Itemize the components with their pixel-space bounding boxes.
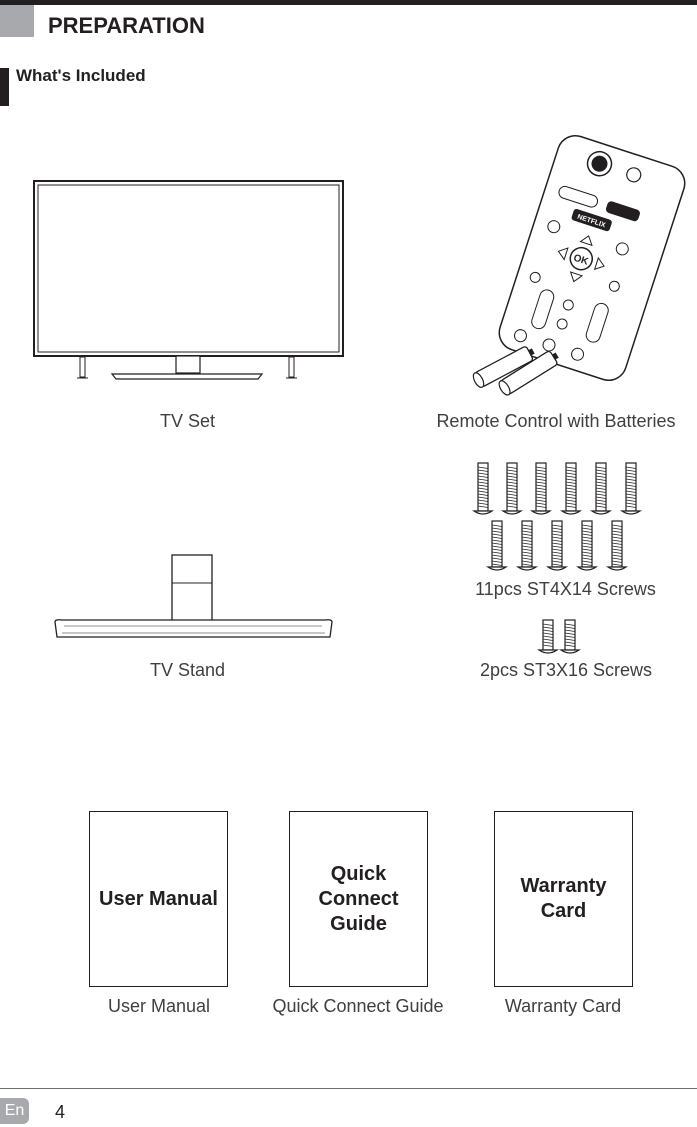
screw bbox=[559, 619, 581, 654]
screw bbox=[530, 462, 552, 515]
screws-2pcs bbox=[537, 619, 581, 654]
section-marker bbox=[0, 68, 9, 106]
user-manual-caption: User Manual bbox=[107, 996, 211, 1016]
screw bbox=[576, 520, 598, 571]
warranty-card: Warranty Card bbox=[494, 811, 633, 987]
quick-connect-booklet: Quick Connect Guide bbox=[289, 811, 428, 987]
screw bbox=[486, 520, 508, 571]
tv-set-caption: TV Set bbox=[159, 411, 216, 431]
quick-connect-caption: Quick Connect Guide bbox=[272, 996, 444, 1016]
screw bbox=[606, 520, 628, 571]
page-title: PREPARATION bbox=[48, 13, 205, 38]
header-bar bbox=[0, 0, 697, 5]
screws-11pcs bbox=[472, 462, 642, 571]
remote-caption: Remote Control with Batteries bbox=[436, 411, 676, 431]
screw bbox=[472, 462, 494, 515]
screw bbox=[590, 462, 612, 515]
netflix-label: NETFLIX bbox=[576, 214, 606, 230]
user-manual-booklet: User Manual bbox=[89, 811, 228, 987]
quick-connect-cover-title: Quick Connect Guide bbox=[318, 862, 399, 935]
footer-divider bbox=[0, 1088, 697, 1089]
user-manual-cover-title: User Manual bbox=[99, 887, 218, 910]
screw bbox=[560, 462, 582, 515]
screw bbox=[537, 619, 559, 654]
screw bbox=[546, 520, 568, 571]
screw bbox=[501, 462, 523, 515]
warranty-caption: Warranty Card bbox=[504, 996, 622, 1016]
warranty-cover-title: Warranty Card bbox=[520, 875, 607, 922]
tv-stand-caption: TV Stand bbox=[149, 660, 226, 680]
screws-11-caption: 11pcs ST4X14 Screws bbox=[475, 579, 656, 599]
page-number: 4 bbox=[55, 1102, 66, 1122]
screw bbox=[620, 462, 642, 515]
screw bbox=[516, 520, 538, 571]
language-tab: En bbox=[0, 1098, 29, 1124]
header-block bbox=[0, 5, 34, 37]
section-title: What's Included bbox=[16, 66, 146, 85]
ok-label: OK bbox=[572, 253, 590, 268]
screws-2-caption: 2pcs ST3X16 Screws bbox=[479, 660, 653, 680]
